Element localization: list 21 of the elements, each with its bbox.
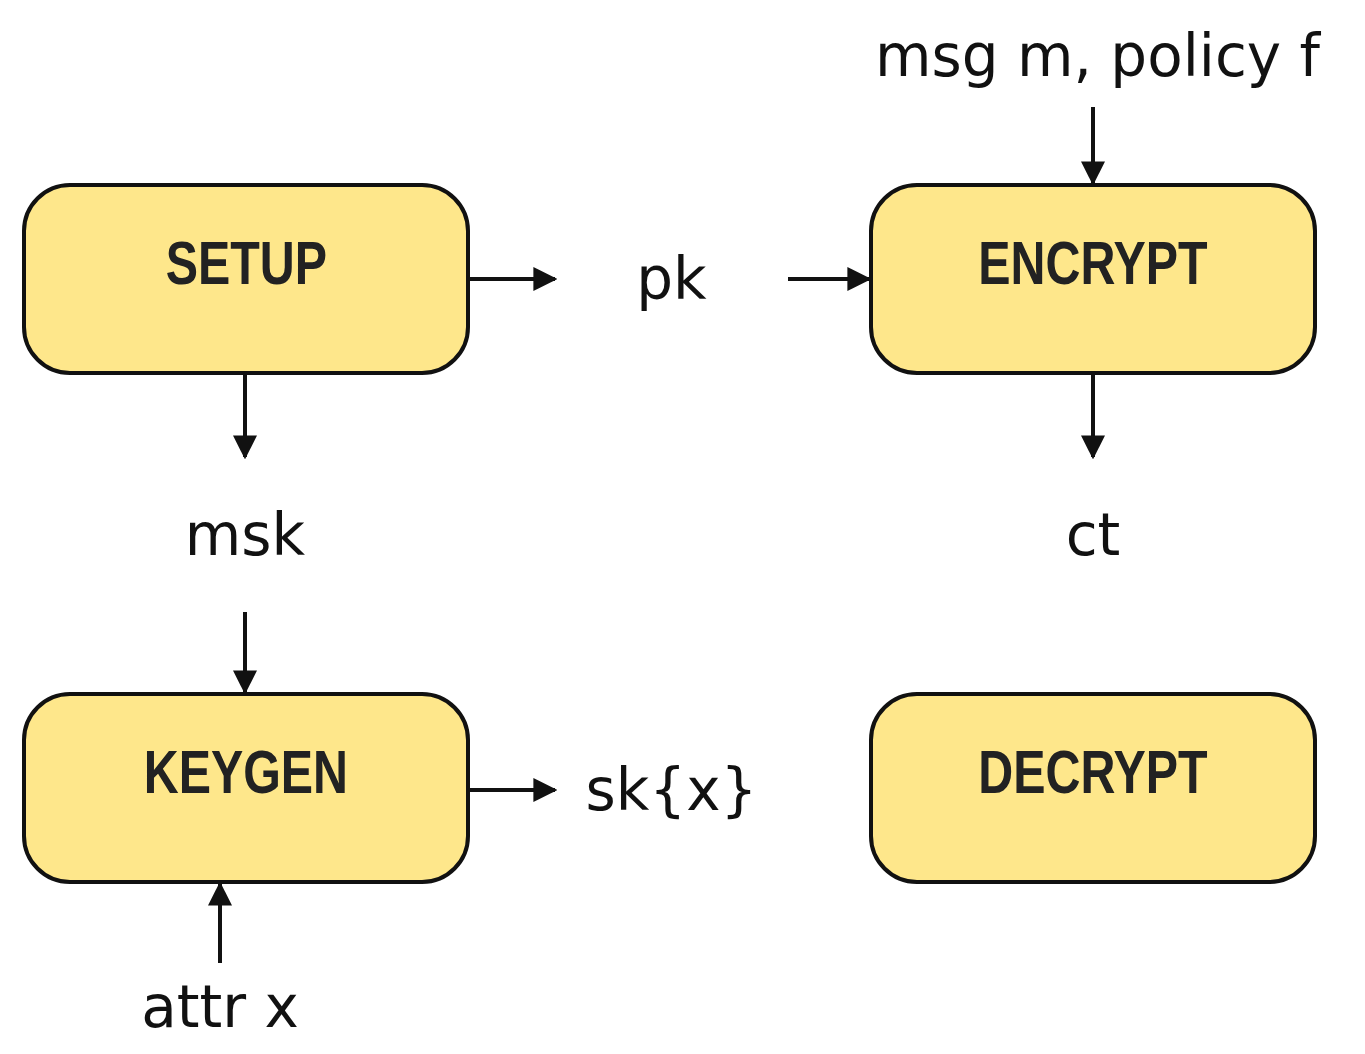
process-box (869, 183, 1317, 375)
variable-label: msg m, policy f (875, 21, 1320, 90)
process-box (22, 692, 470, 884)
process-label: DECRYPT (978, 736, 1208, 807)
variable-label: ct (1065, 500, 1121, 569)
process-box (22, 183, 470, 375)
process-label: SETUP (165, 227, 327, 298)
variable-label: msk (184, 500, 306, 569)
arrow (208, 881, 232, 963)
process-label: KEYGEN (143, 736, 349, 807)
arrow (470, 778, 558, 802)
process-box (869, 692, 1317, 884)
arrow (233, 375, 257, 460)
arrow (1081, 375, 1105, 460)
arrow (470, 267, 558, 291)
variable-label: attr x (141, 973, 299, 1041)
arrow (233, 612, 257, 695)
variable-label: sk{x} (585, 756, 758, 824)
process-label: ENCRYPT (978, 227, 1208, 298)
arrow (1081, 107, 1105, 186)
variable-label: pk (636, 245, 707, 313)
